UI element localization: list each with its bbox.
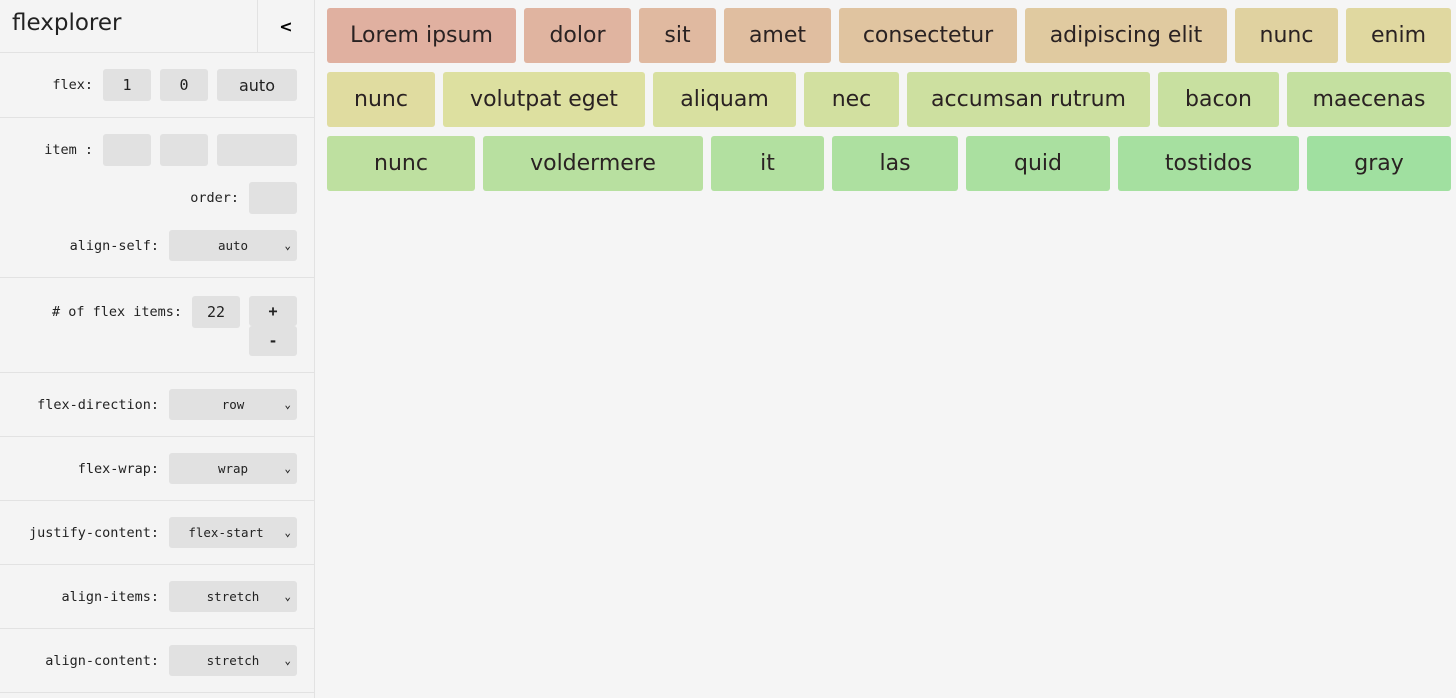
flex-item[interactable]: consectetur xyxy=(839,8,1017,63)
item-label: item : xyxy=(44,142,93,158)
flex-item[interactable]: it xyxy=(711,136,824,191)
flex-item[interactable]: nunc xyxy=(1235,8,1338,63)
chevron-down-icon: ⌄ xyxy=(284,654,291,667)
item-shrink-input[interactable] xyxy=(160,134,208,166)
align-self-label: align-self: xyxy=(69,237,159,254)
flex-item[interactable]: amet xyxy=(724,8,831,63)
collapse-button[interactable]: < xyxy=(257,0,314,52)
justify-content-value: flex-start xyxy=(188,525,264,540)
flex-basis-input[interactable]: auto xyxy=(217,69,297,101)
add-item-button[interactable]: + xyxy=(249,296,297,326)
chevron-down-icon: ⌄ xyxy=(284,398,291,411)
item-basis-input[interactable] xyxy=(217,134,297,166)
sidebar-header: flexplorer < xyxy=(0,0,314,53)
flex-item[interactable]: las xyxy=(832,136,958,191)
flex-item[interactable]: enim xyxy=(1346,8,1451,63)
flex-direction-value: row xyxy=(221,397,245,412)
sidebar: flexplorer < flex: 1 0 auto item : order… xyxy=(0,0,315,698)
flex-item[interactable]: aliquam xyxy=(653,72,796,127)
align-content-value: stretch xyxy=(206,653,260,668)
flex-item[interactable]: bacon xyxy=(1158,72,1279,127)
flex-item[interactable]: nec xyxy=(804,72,899,127)
flex-direction-select[interactable]: row ⌄ xyxy=(169,389,297,420)
flex-item[interactable]: maecenas xyxy=(1287,72,1451,127)
align-self-value: auto xyxy=(217,238,249,253)
flex-section: flex: 1 0 auto xyxy=(0,53,314,118)
chevron-down-icon: ⌄ xyxy=(284,590,291,603)
justify-content-select[interactable]: flex-start ⌄ xyxy=(169,517,297,548)
item-section: item : order: align-self: auto ⌄ xyxy=(0,118,314,278)
flex-item[interactable]: gray xyxy=(1307,136,1451,191)
flex-item[interactable]: nunc xyxy=(327,136,475,191)
remove-item-button[interactable]: - xyxy=(249,326,297,356)
align-content-label: align-content: xyxy=(45,652,159,669)
count-label: # of flex items: xyxy=(51,304,182,320)
flex-wrap-value: wrap xyxy=(217,461,249,476)
chevron-down-icon: ⌄ xyxy=(284,239,291,252)
chevron-down-icon: ⌄ xyxy=(284,462,291,475)
chevron-left-icon: < xyxy=(279,16,293,36)
flex-item[interactable]: sit xyxy=(639,8,716,63)
flex-item[interactable]: volutpat eget xyxy=(443,72,645,127)
flex-wrap-label: flex-wrap: xyxy=(77,460,159,477)
align-content-select[interactable]: stretch ⌄ xyxy=(169,645,297,676)
align-items-section: align-items: stretch ⌄ xyxy=(0,565,314,629)
flex-label: flex: xyxy=(52,77,93,93)
flex-item[interactable]: nunc xyxy=(327,72,435,127)
item-grow-input[interactable] xyxy=(103,134,151,166)
count-section: # of flex items: 22 + - xyxy=(0,278,314,373)
flex-item[interactable]: accumsan rutrum xyxy=(907,72,1150,127)
flex-direction-section: flex-direction: row ⌄ xyxy=(0,373,314,437)
align-content-section: align-content: stretch ⌄ xyxy=(0,629,314,693)
flex-grow-input[interactable]: 1 xyxy=(103,69,151,101)
app-title: flexplorer xyxy=(12,10,122,36)
order-input[interactable] xyxy=(249,182,297,214)
order-label: order: xyxy=(190,190,239,206)
align-items-value: stretch xyxy=(206,589,260,604)
flex-item[interactable]: quid xyxy=(966,136,1110,191)
align-items-label: align-items: xyxy=(61,588,159,605)
justify-content-section: justify-content: flex-start ⌄ xyxy=(0,501,314,565)
flex-item[interactable]: tostidos xyxy=(1118,136,1299,191)
align-self-select[interactable]: auto ⌄ xyxy=(169,230,297,261)
flex-shrink-input[interactable]: 0 xyxy=(160,69,208,101)
chevron-down-icon: ⌄ xyxy=(284,526,291,539)
flex-item[interactable]: dolor xyxy=(524,8,631,63)
flex-item[interactable]: adipiscing elit xyxy=(1025,8,1227,63)
flex-item[interactable]: voldermere xyxy=(483,136,703,191)
flex-direction-label: flex-direction: xyxy=(37,396,159,413)
flex-wrap-section: flex-wrap: wrap ⌄ xyxy=(0,437,314,501)
flex-item[interactable]: Lorem ipsum xyxy=(327,8,516,63)
align-items-select[interactable]: stretch ⌄ xyxy=(169,581,297,612)
justify-content-label: justify-content: xyxy=(28,524,159,541)
flex-wrap-select[interactable]: wrap ⌄ xyxy=(169,453,297,484)
count-input[interactable]: 22 xyxy=(192,296,240,328)
